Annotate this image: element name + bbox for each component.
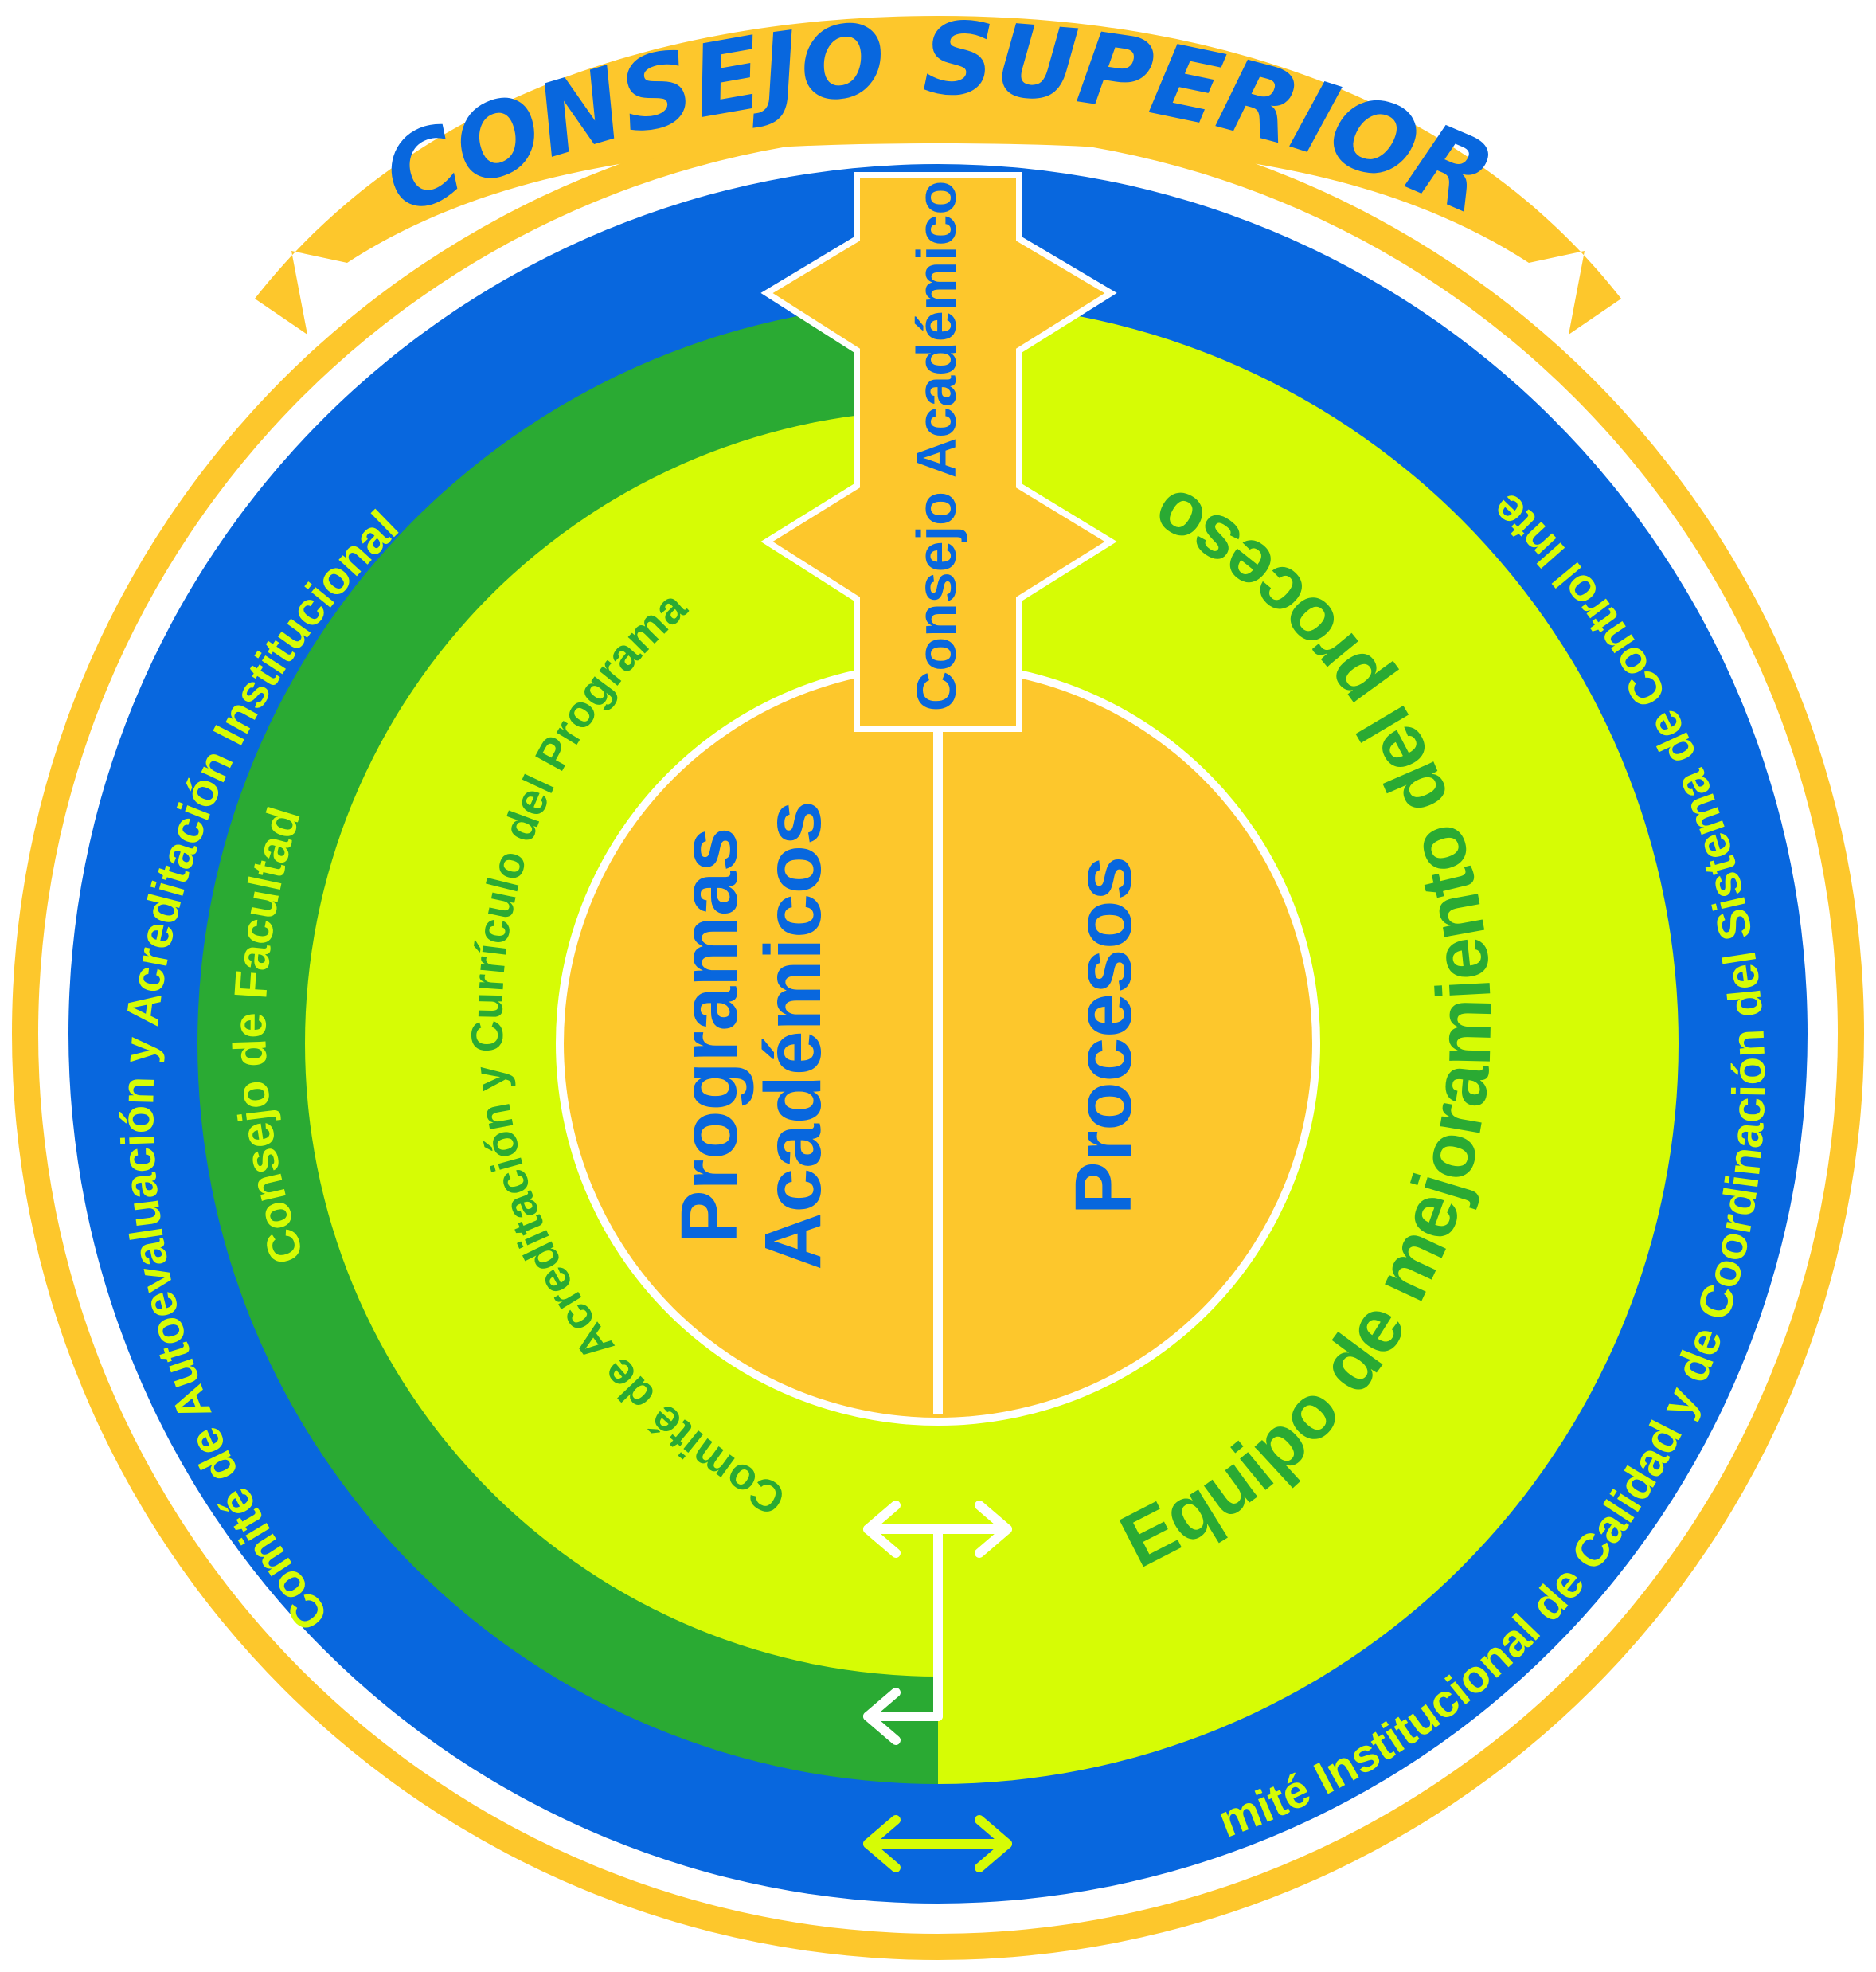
connector-shape: [760, 172, 1117, 732]
connector-label: Consejo Académico: [905, 181, 967, 711]
title-banner: [255, 16, 1621, 335]
double-arrow-icon: [863, 1815, 1012, 1872]
core-left-line2: Académicos: [748, 800, 838, 1270]
connector-ticks: [854, 199, 1022, 653]
core-left-line1: Programas: [665, 828, 754, 1243]
bracket-arrows-icon: [863, 1501, 1012, 1745]
core-right-label: Procesos: [1059, 856, 1148, 1215]
